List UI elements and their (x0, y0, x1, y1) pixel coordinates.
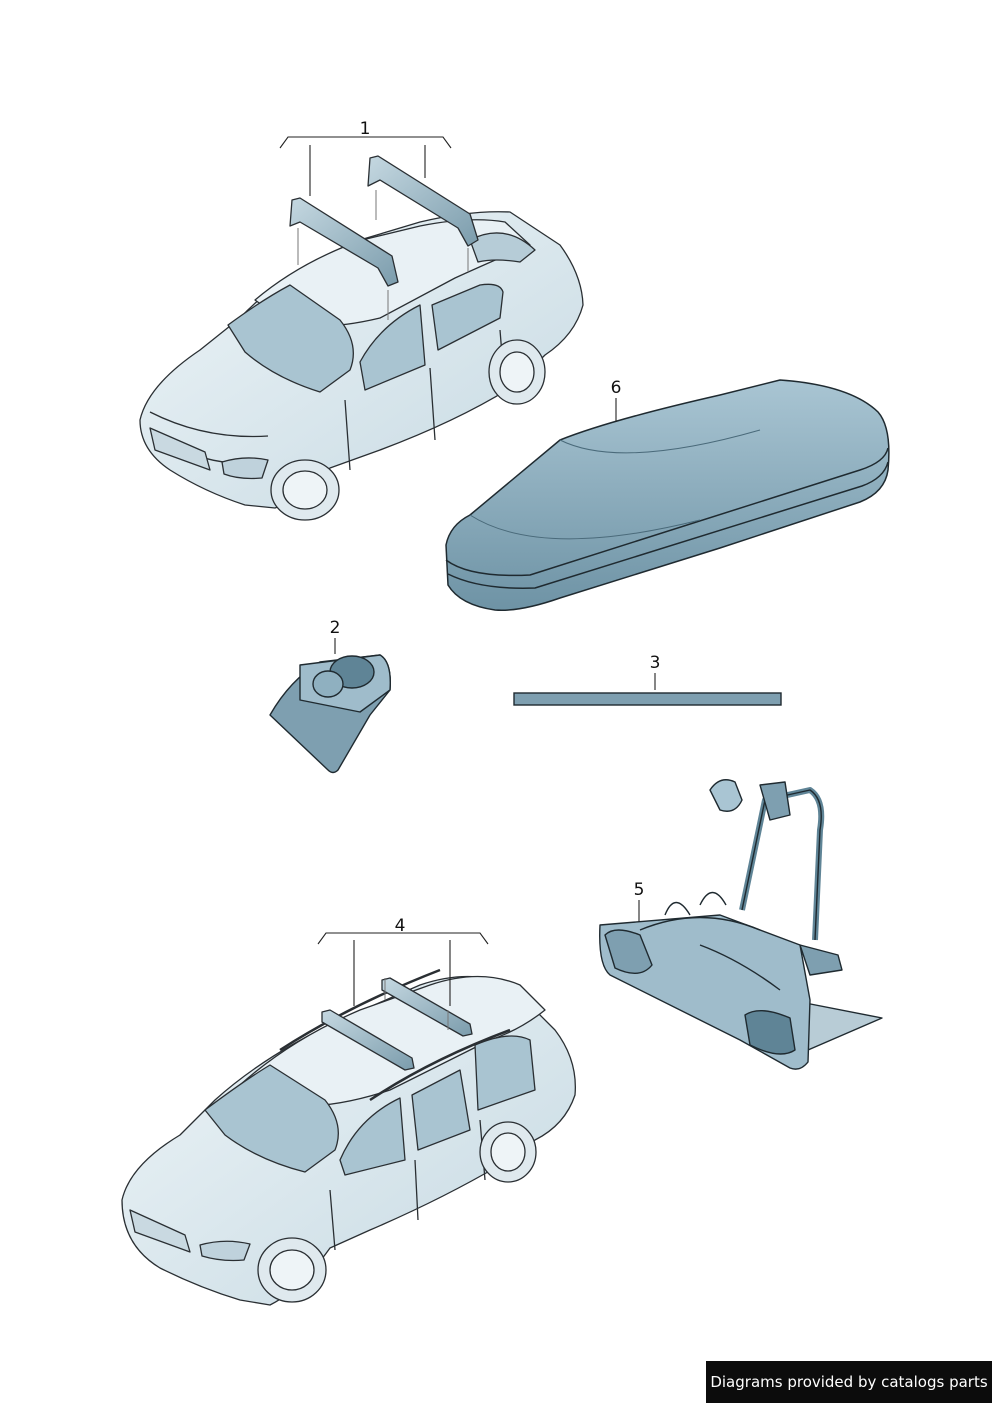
roof-box[interactable] (445, 379, 890, 611)
callout-6[interactable]: 6 (610, 378, 622, 398)
credit-banner: Diagrams provided by catalogs parts (706, 1361, 992, 1403)
leader-lines (279, 136, 656, 1006)
roof-rack-bars-estate[interactable] (321, 977, 473, 1071)
callout-1[interactable]: 1 (359, 119, 371, 139)
callout-4[interactable]: 4 (394, 916, 406, 936)
bike-carrier[interactable] (599, 779, 883, 1070)
callout-3[interactable]: 3 (649, 653, 661, 673)
callout-5[interactable]: 5 (633, 880, 645, 900)
lock-cylinder[interactable] (269, 654, 391, 774)
callout-2[interactable]: 2 (329, 618, 341, 638)
roof-rack-bars-sedan[interactable] (289, 155, 479, 320)
credit-text: Diagrams provided by catalogs parts (710, 1373, 988, 1391)
trim-strip[interactable] (513, 692, 782, 706)
estate-car (121, 968, 576, 1306)
